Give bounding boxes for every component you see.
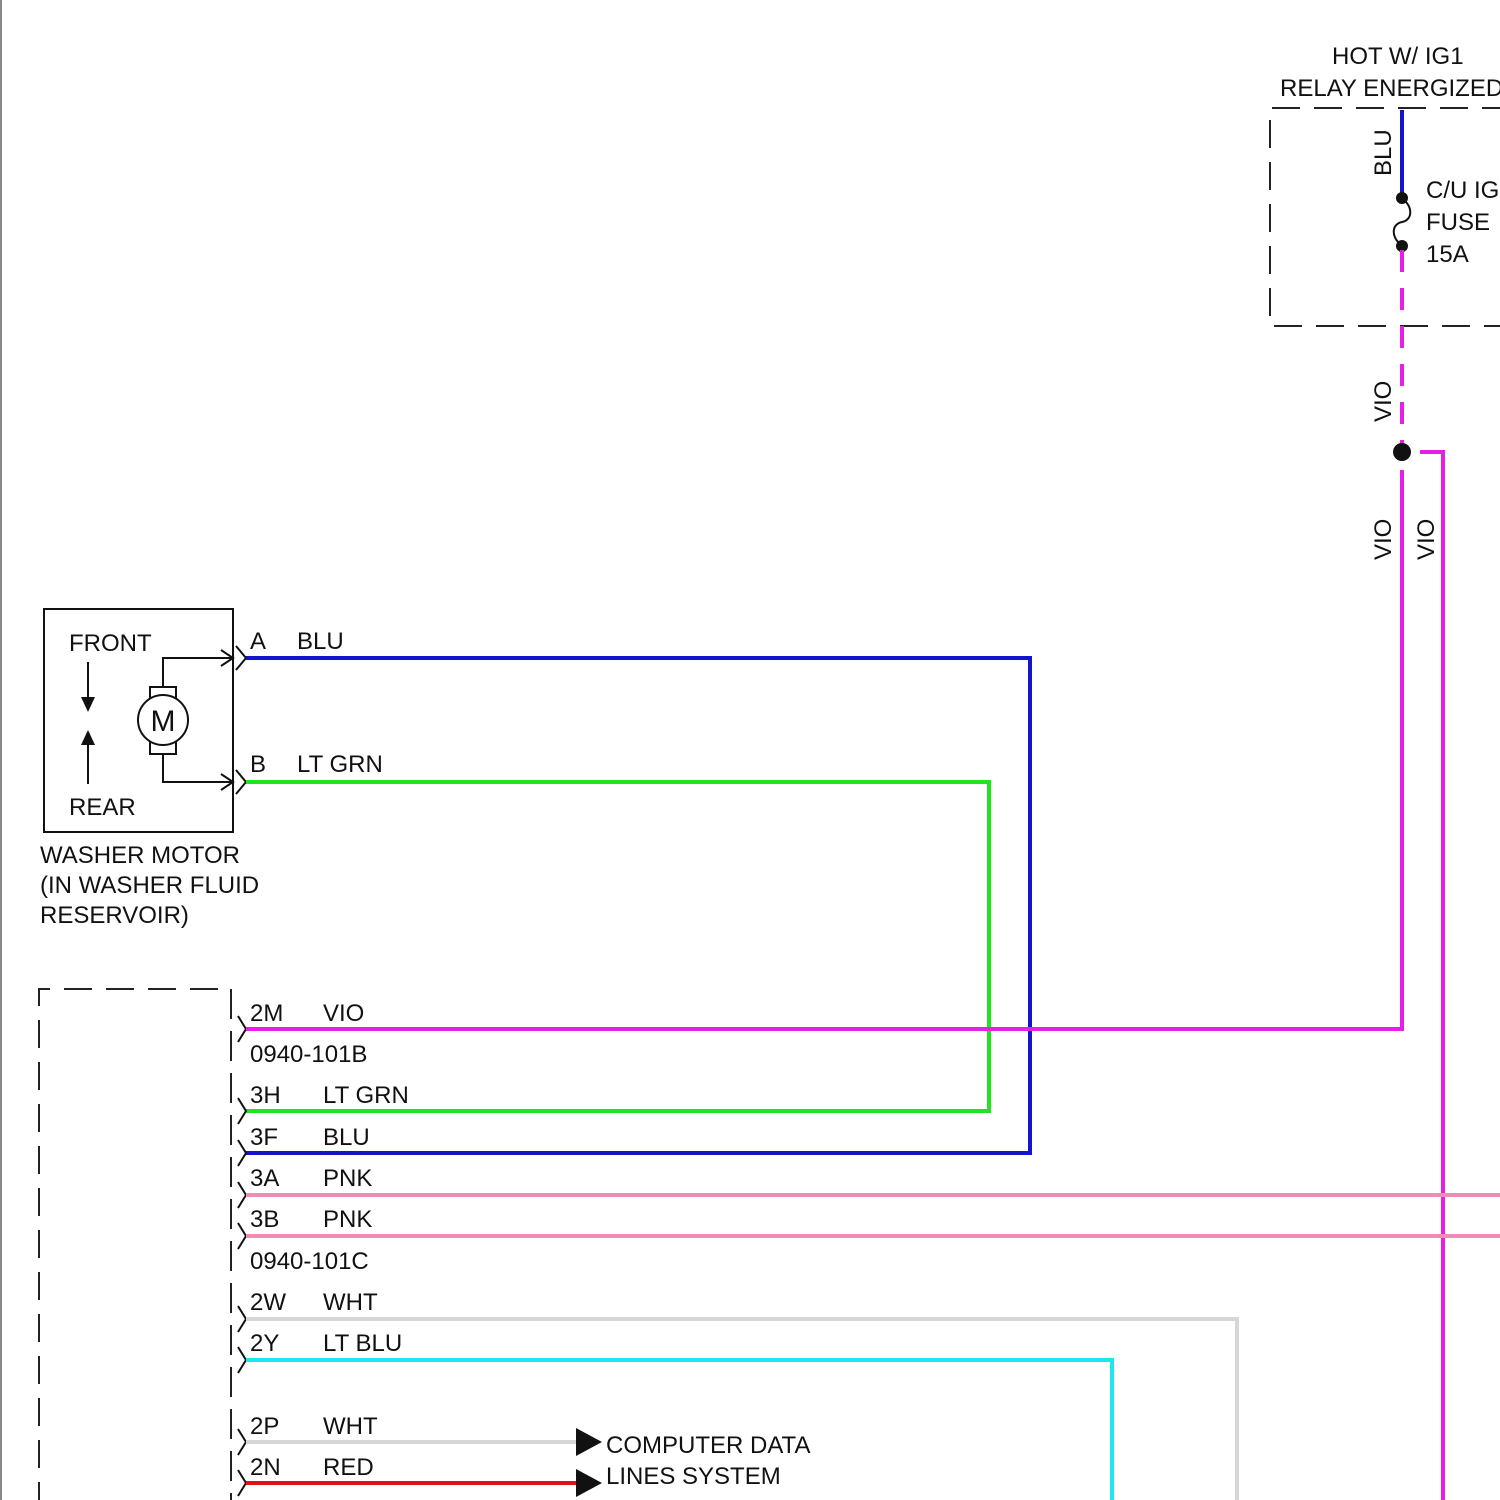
pin-label: 2N [250,1454,281,1481]
data-lines-label-2: LINES SYSTEM [606,1463,781,1490]
pin-a-label: A [250,628,266,655]
wire-vio-branch [1420,452,1443,1500]
wire-label-vio-right: VIO [1413,519,1440,560]
pin-2n: 2N RED [250,1454,374,1481]
wire-label-blu-fuse: BLU [1370,129,1397,176]
pin-color: WHT [323,1289,378,1316]
fuse-label-2: FUSE [1426,209,1490,236]
motor-caption-2: (IN WASHER FLUID [40,872,259,899]
pin-color: WHT [323,1413,378,1440]
arrow-up-icon [81,730,95,784]
pin-color: LT BLU [323,1330,402,1357]
pin-2y: 2Y LT BLU [250,1330,402,1357]
fuse-label-3: 15A [1426,241,1469,268]
connector-marks [238,1016,246,1496]
pin-color: PNK [323,1165,372,1192]
motor-symbol-letter: M [151,705,176,738]
wire-blu-motor [246,658,1030,1153]
pin-color: RED [323,1454,374,1481]
motor-caption-1: WASHER MOTOR [40,842,240,869]
hot-line-1: HOT W/ IG1 [1332,43,1464,70]
pin-label: 2P [250,1413,279,1440]
pin-label: 2M [250,1000,283,1027]
pin-2p: 2P WHT [250,1413,378,1440]
pin-b-color: LT GRN [297,751,383,778]
fuse-block: HOT W/ IG1 RELAY ENERGIZED BLU C/U IG FU… [1270,43,1500,1500]
pin-color: PNK [323,1206,372,1233]
connector-mark-b [236,770,246,794]
pin-a-color: BLU [297,628,344,655]
connector-mark-a [236,646,246,670]
arrow-right-icon [576,1469,602,1497]
module-border [39,989,231,1500]
pin-label: 3B [250,1206,279,1233]
motor-front-label: FRONT [69,630,152,657]
motor-caption-3: RESERVOIR) [40,902,189,929]
connector-id-b: 0940-101B [250,1041,367,1068]
pin-b-label: B [250,751,266,778]
data-lines-reference: COMPUTER DATA LINES SYSTEM [576,1428,810,1497]
fuse-symbol [1394,198,1411,246]
pin-3b: 3B PNK [250,1206,372,1233]
connector-id-c: 0940-101C [250,1248,369,1275]
splice-dot [1393,443,1411,461]
data-lines-label-1: COMPUTER DATA [606,1432,810,1459]
pin-label: 3A [250,1165,279,1192]
pin-label: 3H [250,1082,281,1109]
pin-2m: 2M VIO [250,1000,364,1027]
wire-label-vio-upper: VIO [1370,381,1397,422]
hot-line-2: RELAY ENERGIZED [1280,75,1500,102]
pin-label: 2Y [250,1330,279,1357]
pin-color: VIO [323,1000,364,1027]
wire-label-vio-left: VIO [1370,519,1397,560]
pin-3f: 3F BLU [250,1124,370,1151]
pin-label: 3F [250,1124,278,1151]
pin-color: LT GRN [323,1082,409,1109]
pin-3h: 3H LT GRN [250,1082,409,1109]
pin-color: BLU [323,1124,370,1151]
pin-2w: 2W WHT [250,1289,378,1316]
arrow-down-icon [81,662,95,712]
control-module: 0940-101B 0940-101C 2M VIO 3H LT GRN 3F … [39,989,409,1500]
pin-3a: 3A PNK [250,1165,372,1192]
pin-label: 2W [250,1289,286,1316]
motor-rear-label: REAR [69,794,136,821]
arrow-right-icon [576,1428,602,1456]
fuse-label-1: C/U IG [1426,177,1499,204]
